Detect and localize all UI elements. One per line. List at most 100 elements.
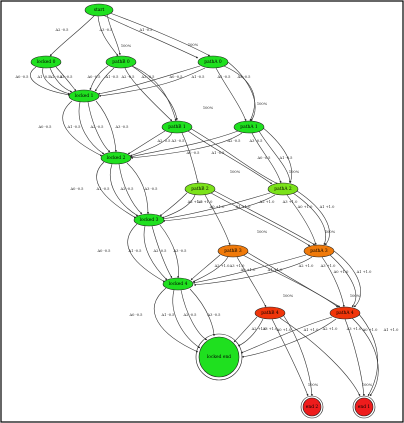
node-pathb-3: pathB 3 bbox=[217, 244, 249, 258]
node-end-2-shape bbox=[302, 397, 322, 417]
edge-65 bbox=[189, 288, 216, 337]
node-locked-1: locked 1 bbox=[68, 89, 100, 103]
edge-57 bbox=[192, 254, 307, 284]
edge-label-67: A3 +1.0 bbox=[262, 327, 278, 331]
edge-label-52: A2 +1.0 bbox=[214, 264, 230, 268]
edge-9 bbox=[55, 66, 77, 92]
edge-39 bbox=[161, 194, 196, 219]
node-end-1-outer-ring bbox=[352, 395, 376, 419]
node-pathb-4-label: pathB 4 bbox=[261, 311, 279, 316]
node-patha-2-label: pathA 2 bbox=[274, 187, 292, 192]
edge-label-17: A3 -0.5 bbox=[237, 75, 252, 79]
node-patha-1-shape bbox=[233, 120, 265, 134]
node-start-label: start bbox=[94, 8, 105, 13]
edge-label-7: A1 -0.5 bbox=[37, 75, 52, 79]
edge-label-15: A1 -0.5 bbox=[191, 75, 206, 79]
edge-61 bbox=[333, 250, 361, 308]
edge-67 bbox=[237, 318, 264, 347]
node-locked-3-label: locked 3 bbox=[140, 218, 159, 223]
edge-8 bbox=[49, 67, 73, 93]
edge-55 bbox=[242, 254, 339, 308]
edge-49 bbox=[143, 225, 168, 281]
node-pathb-1-label: pathB 1 bbox=[168, 125, 186, 130]
edge-34 bbox=[96, 161, 137, 219]
edge-44 bbox=[162, 194, 276, 222]
node-patha-0: pathA 0 bbox=[197, 55, 229, 69]
edge-label-56: 100% bbox=[283, 294, 294, 298]
edge-50 bbox=[151, 225, 173, 279]
edge-label-22: A2 -0.5 bbox=[90, 125, 105, 129]
edge-48 bbox=[127, 223, 166, 283]
node-end-1: end 1 bbox=[352, 395, 376, 419]
edge-label-37: A3 -0.5 bbox=[144, 187, 159, 191]
edge-label-16: A2 -0.5 bbox=[217, 75, 232, 79]
edge-label-66: A2 +1.0 bbox=[251, 327, 267, 331]
edge-label-57: A2 +1.0 bbox=[298, 264, 314, 268]
node-locked-2: locked 2 bbox=[100, 151, 132, 165]
edge-label-8: A2 -0.5 bbox=[49, 75, 64, 79]
node-patha-4: pathA 4 bbox=[329, 306, 361, 320]
edge-26 bbox=[181, 132, 199, 184]
edge-14 bbox=[97, 65, 201, 95]
node-locked-2-label: locked 2 bbox=[107, 156, 126, 161]
edge-7 bbox=[42, 67, 71, 95]
edge-23 bbox=[95, 100, 117, 153]
edge-22 bbox=[87, 101, 111, 153]
node-patha-4-shape bbox=[329, 306, 361, 320]
edge-35 bbox=[110, 163, 139, 217]
node-patha-4-label: pathA 4 bbox=[336, 311, 354, 316]
node-start-shape bbox=[84, 3, 114, 17]
edge-label-48: A0 -0.5 bbox=[97, 249, 112, 253]
edge-30 bbox=[130, 132, 243, 159]
node-pathb-2: pathB 2 bbox=[184, 182, 216, 196]
edge-label-13: A3 -0.5 bbox=[141, 75, 156, 79]
edge-label-31: A0 -0.5 bbox=[257, 156, 272, 160]
edge-38 bbox=[159, 192, 188, 217]
edge-4 bbox=[106, 13, 121, 56]
edge-33 bbox=[261, 126, 293, 184]
node-locked-4: locked 4 bbox=[162, 277, 194, 291]
node-locked-1-shape bbox=[68, 89, 100, 103]
node-pathb-4-shape bbox=[254, 306, 286, 320]
edge-label-59: A0 +1.0 bbox=[333, 270, 349, 274]
edge-51 bbox=[159, 224, 180, 279]
edge-2 bbox=[97, 15, 119, 57]
edge-28 bbox=[187, 126, 279, 185]
node-locked-3-shape bbox=[133, 213, 165, 227]
edge-label-55: A1 +1.0 bbox=[267, 268, 283, 272]
edge-58 bbox=[193, 256, 313, 286]
edge-label-68: A0 +1.0 bbox=[276, 328, 292, 332]
node-pathb-4: pathB 4 bbox=[254, 306, 286, 320]
node-patha-0-shape bbox=[197, 55, 229, 69]
node-patha-0-label: pathA 0 bbox=[204, 60, 222, 65]
edge-54 bbox=[236, 256, 267, 308]
node-end-2-outer-ring bbox=[300, 395, 324, 419]
node-start: start bbox=[84, 3, 114, 17]
edge-12 bbox=[124, 67, 173, 122]
edge-17 bbox=[223, 65, 255, 122]
edge-label-20: A0 -0.5 bbox=[38, 125, 53, 129]
edge-21 bbox=[78, 101, 105, 155]
edge-70 bbox=[281, 312, 313, 397]
edge-36 bbox=[118, 163, 143, 215]
edge-label-45: A0 +1.0 bbox=[297, 205, 313, 209]
edge-label-58: A3 +1.0 bbox=[320, 264, 336, 268]
edge-label-24: A2 -0.5 bbox=[157, 139, 172, 143]
edges-layer bbox=[30, 12, 379, 397]
edge-15 bbox=[98, 67, 206, 97]
edge-73 bbox=[344, 318, 365, 397]
edge-label-4: 100% bbox=[121, 44, 132, 48]
edge-11 bbox=[94, 67, 115, 92]
edge-label-38: A2 +1.0 bbox=[187, 200, 203, 204]
node-locked-end-shape bbox=[198, 336, 240, 378]
edge-label-10: A0 -0.5 bbox=[87, 75, 102, 79]
edge-label-26: A0 -0.5 bbox=[186, 151, 201, 155]
edge-label-71: A2 +1.0 bbox=[322, 327, 338, 331]
node-locked-end-label: locked end bbox=[207, 355, 231, 360]
edge-74 bbox=[351, 317, 379, 397]
edge-63 bbox=[172, 289, 201, 349]
node-pathb-2-label: pathB 2 bbox=[191, 187, 209, 192]
edge-label-41: A1 +1.0 bbox=[235, 205, 251, 209]
node-pathb-0-shape bbox=[105, 55, 137, 69]
node-locked-end: locked end bbox=[195, 333, 243, 381]
